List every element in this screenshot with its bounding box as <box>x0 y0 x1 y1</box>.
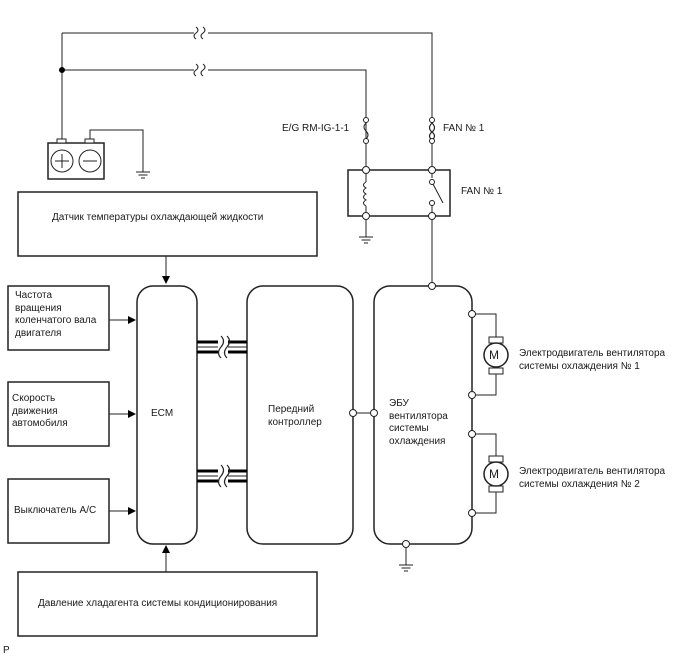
label-line: двигателя <box>15 327 62 339</box>
relay-label: FAN № 1 <box>461 186 503 197</box>
relay-box <box>347 169 451 217</box>
motor-1-label: Электродвигатель вентилятора системы охл… <box>519 348 665 373</box>
relay-switch-icon <box>429 170 444 216</box>
label-line: Электродвигатель вентилятора <box>519 466 666 477</box>
label-line: коленчатого вала <box>15 315 97 326</box>
label-line: вращения <box>15 302 62 314</box>
ac-pressure-block <box>17 571 318 637</box>
motor-2-symbol: M <box>489 467 499 481</box>
ecm-block <box>136 285 198 545</box>
fuse-label-fan1: FAN № 1 <box>443 123 485 134</box>
motor-1-symbol: M <box>489 348 499 362</box>
comm-bus <box>197 335 247 488</box>
fuse-icon <box>428 117 436 144</box>
motor-icon <box>483 342 509 368</box>
label-line: автомобиля <box>12 418 68 429</box>
label-line: Частота <box>15 290 53 301</box>
junction-dot <box>59 67 65 73</box>
motor-2-label: Электродвигатель вентилятора системы охл… <box>519 466 665 491</box>
ac-pressure-label: Давление хладагента системы кондициониро… <box>38 598 278 609</box>
ground-icon <box>359 236 373 244</box>
wire-battery-ground <box>89 129 144 172</box>
wire-mid-egrm <box>62 69 367 118</box>
label-line: системы <box>389 423 429 434</box>
vehicle-speed-label: Скорость движения автомобиля <box>12 393 68 431</box>
label-line: системы охлаждения № 2 <box>519 478 640 490</box>
fuse-icon <box>363 117 369 144</box>
relay-coil-icon <box>363 170 367 216</box>
label-line: Передний <box>268 404 315 415</box>
ground-icon <box>136 171 150 179</box>
front-controller-label: Передний контроллер <box>268 404 322 429</box>
ground-icon <box>399 564 413 572</box>
coolant-sensor-block <box>17 191 318 257</box>
label-line: системы охлаждения № 1 <box>519 360 640 372</box>
engine-speed-block <box>7 285 110 351</box>
motor-1 <box>468 310 509 399</box>
wire-top-fan <box>62 32 433 118</box>
label-line: охлаждения <box>389 435 446 447</box>
motor-icon <box>483 461 509 487</box>
coolant-sensor-label: Датчик температуры охлаждающей жидкости <box>52 212 264 223</box>
label-line: ЭБУ <box>389 398 409 409</box>
engine-speed-label: Частота вращения коленчатого вала двигат… <box>15 290 96 340</box>
label-line: контроллер <box>268 416 322 428</box>
battery-icon <box>47 138 105 180</box>
wire-break-mark <box>193 26 208 77</box>
label-line: Электродвигатель вентилятора <box>519 348 666 359</box>
corner-mark: P <box>3 645 10 656</box>
label-line: вентилятора <box>389 410 448 422</box>
label-line: Скорость <box>12 393 56 404</box>
label-line: движения <box>12 405 58 417</box>
fan-ecu-label: ЭБУ вентилятора системы охлаждения <box>389 398 448 448</box>
ac-switch-label: Выключатель A/C <box>14 505 97 516</box>
ecm-label: ECM <box>151 408 174 419</box>
motor-2 <box>468 430 509 517</box>
fuse-label-eg-rm-ig: E/G RM-IG-1-1 <box>282 123 350 134</box>
